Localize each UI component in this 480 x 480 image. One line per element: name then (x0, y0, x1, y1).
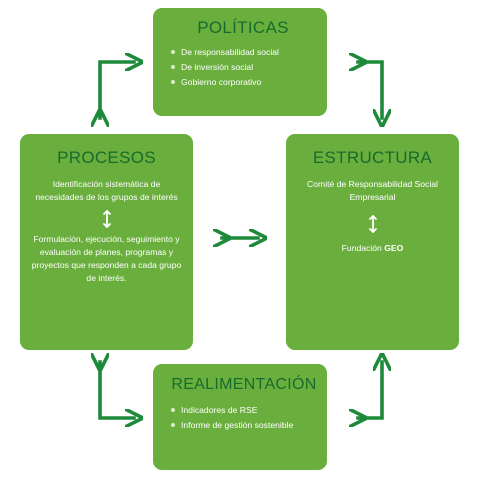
list-item: De responsabilidad social (171, 45, 315, 60)
updown-arrow-icon (102, 210, 111, 228)
list-item: Indicadores de RSE (171, 403, 317, 418)
realimentacion-title: REALIMENTACIÓN (171, 376, 317, 393)
list-item: De inversión social (171, 60, 315, 75)
arrow-politicas-estructura (358, 62, 382, 118)
procesos-title: PROCESOS (57, 148, 156, 167)
procesos-text-top: Identificación sistemática de necesidade… (35, 179, 178, 202)
updown-arrow-icon (368, 215, 377, 233)
realimentacion-card: REALIMENTACIÓN Indicadores de RSE Inform… (153, 364, 327, 470)
arrow-politicas-procesos (100, 62, 134, 118)
procesos-card: PROCESOS Identificación sistemática de n… (20, 134, 193, 350)
politicas-list: De responsabilidad social De inversión s… (171, 45, 315, 90)
politicas-title: POLÍTICAS (197, 18, 289, 37)
arrow-estructura-realimentacion (358, 362, 382, 418)
estructura-card: ESTRUCTURA Comité de Responsabilidad Soc… (286, 134, 459, 350)
estructura-text-top: Comité de Responsabilidad Social Empresa… (307, 179, 438, 202)
arrow-procesos-realimentacion (100, 362, 134, 418)
foundation-brand-logo: GEO (384, 243, 404, 253)
procesos-text-bottom: Formulación, ejecución, seguimiento y ev… (31, 234, 182, 283)
estructura-title: ESTRUCTURA (312, 148, 433, 167)
foundation-prefix: Fundación (341, 243, 382, 253)
estructura-foundation: Fundación GEO (296, 242, 449, 255)
list-item: Informe de gestión sostenible (171, 418, 317, 433)
list-item: Gobierno corporativo (171, 75, 315, 90)
realimentacion-list: Indicadores de RSE Informe de gestión so… (171, 403, 317, 433)
politicas-card: POLÍTICAS De responsabilidad social De i… (153, 8, 327, 116)
